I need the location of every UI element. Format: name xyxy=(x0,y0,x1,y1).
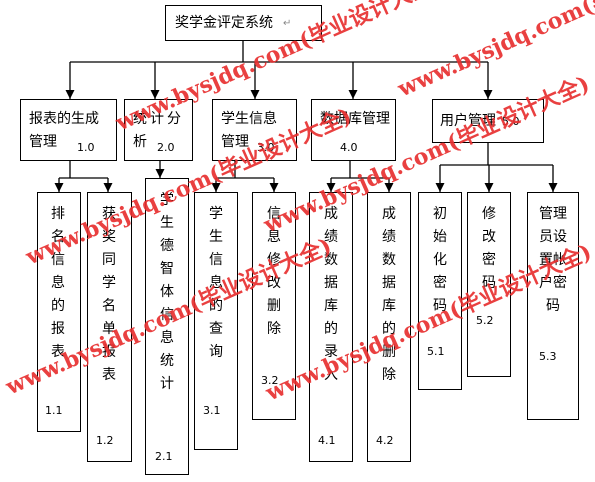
module-name: 数据库管理 xyxy=(320,111,390,127)
leaf-name: 信息修改删除 xyxy=(267,206,281,337)
leaf-name: 学生德智体信息统计 xyxy=(160,192,174,392)
module-box-user xyxy=(432,99,544,143)
leaf-code: 4.1 xyxy=(318,434,336,447)
leaf-code: 5.1 xyxy=(427,345,445,358)
leaf-box-student-query xyxy=(194,192,238,450)
module-name: 报表的生成管理 xyxy=(29,111,99,150)
root-title: 奖学金评定系统 xyxy=(175,15,273,31)
leaf-name: 管理员设置帐户密码 xyxy=(539,206,567,314)
module-box-report xyxy=(20,99,117,161)
leaf-box-ranking-report xyxy=(37,192,81,432)
leaf-code: 1.1 xyxy=(45,404,63,417)
module-code: 4.0 xyxy=(340,141,358,154)
leaf-name: 排名信息的报表 xyxy=(51,206,65,360)
leaf-box-moral-stats xyxy=(145,178,189,475)
leaf-code: 4.2 xyxy=(376,434,394,447)
leaf-name: 成绩数据库的录入 xyxy=(324,206,338,383)
leaf-name: 学生信息的查询 xyxy=(209,206,223,360)
module-box-student xyxy=(212,99,297,161)
leaf-box-grade-entry xyxy=(309,192,353,462)
text-return-mark-icon: ↵ xyxy=(283,18,292,29)
module-box-database xyxy=(311,99,396,161)
leaf-box-admin-password xyxy=(527,192,579,420)
leaf-box-init-password xyxy=(418,192,462,390)
leaf-code: 2.1 xyxy=(155,450,173,463)
leaf-box-info-edit xyxy=(252,192,296,420)
module-code: 3.0 xyxy=(257,141,275,154)
leaf-name: 获奖同学名单报表 xyxy=(102,206,116,383)
module-code: 5.0 xyxy=(502,115,520,128)
leaf-code: 1.2 xyxy=(96,434,114,447)
module-code: 2.0 xyxy=(157,141,175,154)
leaf-name: 修改密码 xyxy=(482,206,496,291)
leaf-box-grade-delete xyxy=(367,192,411,462)
module-name: 学生信息管理 xyxy=(221,111,277,150)
leaf-name: 成绩数据库的删除 xyxy=(382,206,396,383)
leaf-name: 初始化密码 xyxy=(433,206,447,314)
leaf-code: 3.2 xyxy=(261,374,279,387)
leaf-code: 5.2 xyxy=(476,314,494,327)
leaf-box-change-password xyxy=(467,192,511,377)
module-code: 1.0 xyxy=(77,141,95,154)
leaf-code: 5.3 xyxy=(539,350,557,363)
module-name: 用户管理 xyxy=(440,113,496,129)
root-box xyxy=(165,5,322,41)
leaf-code: 3.1 xyxy=(203,404,221,417)
module-name: 统计分析 xyxy=(133,111,184,150)
module-box-stats xyxy=(124,99,193,161)
leaf-box-award-list xyxy=(87,192,132,462)
